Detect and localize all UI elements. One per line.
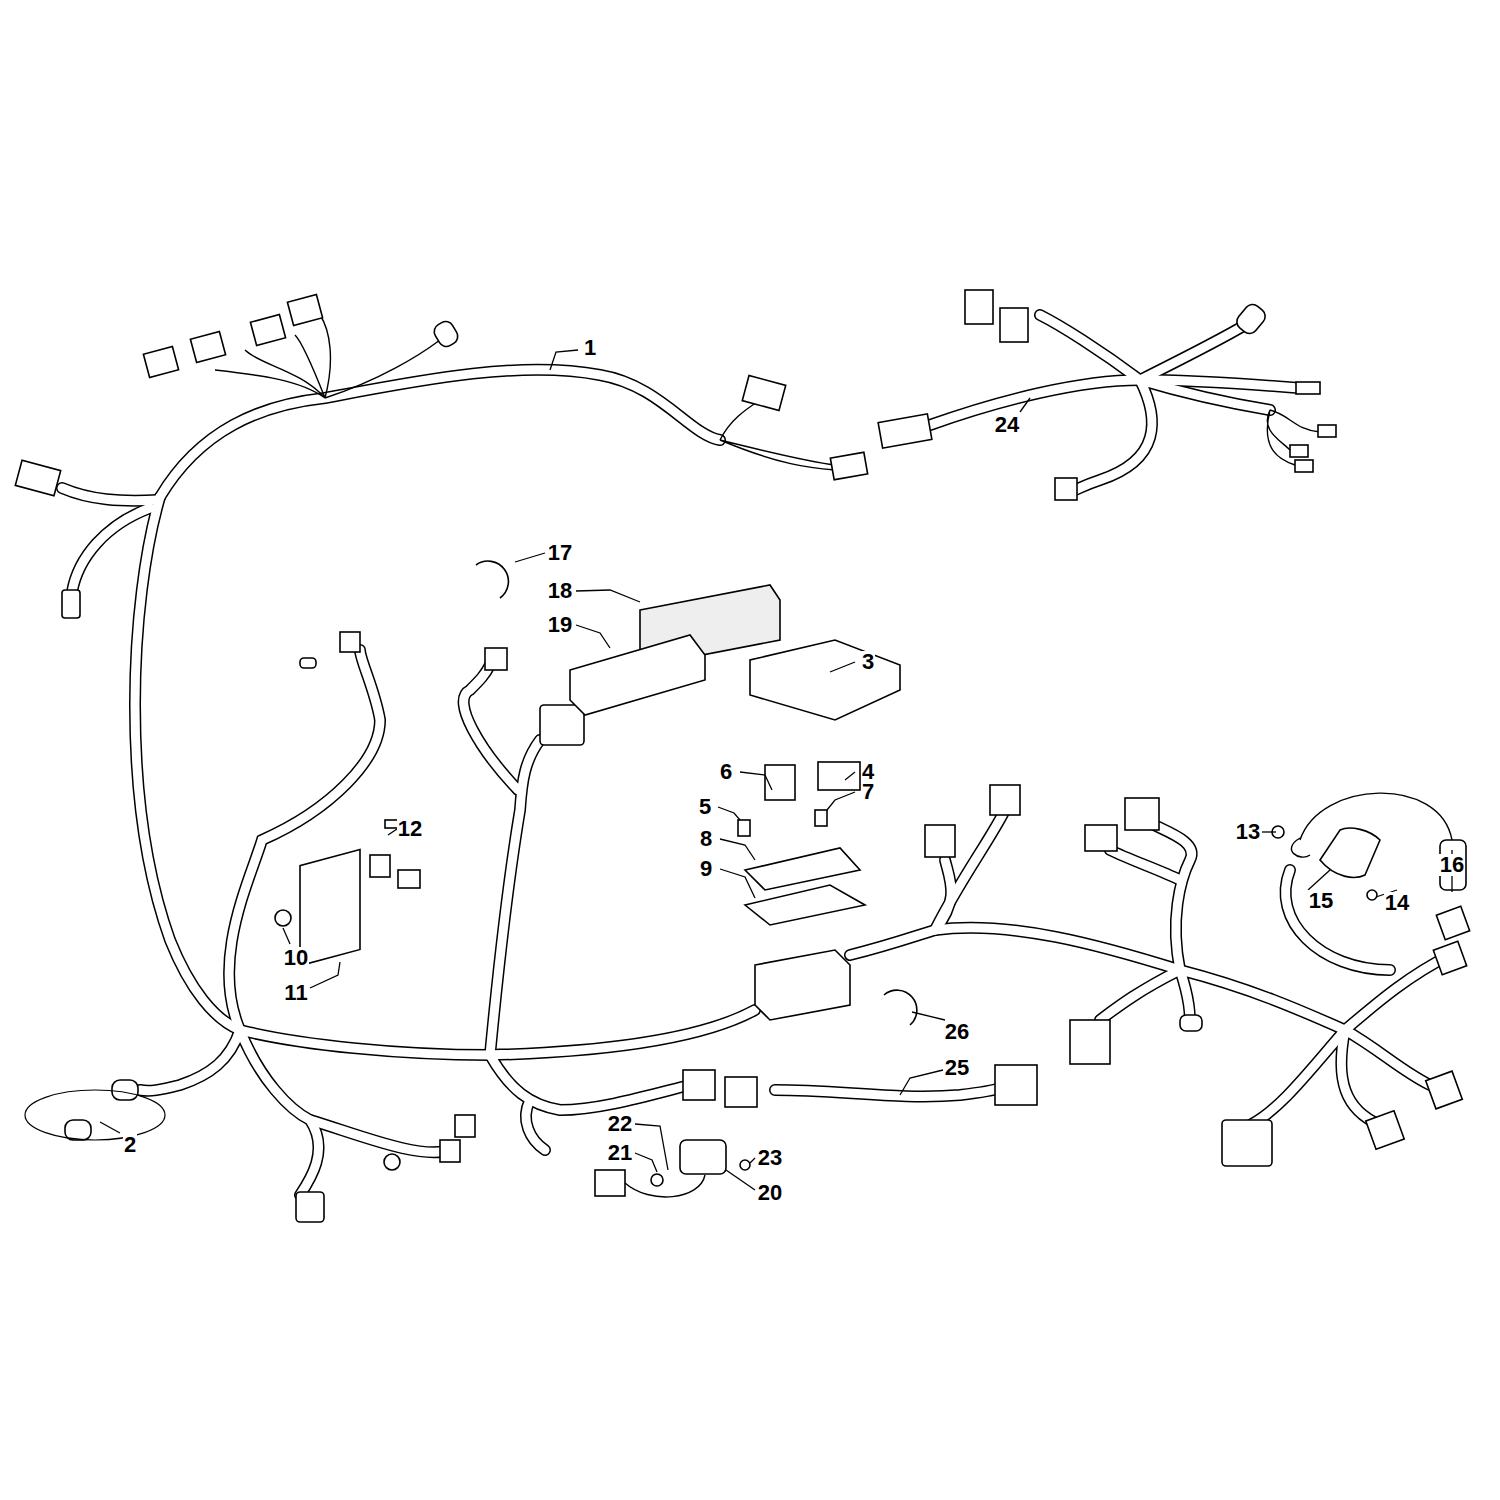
callout-number: 10 xyxy=(283,947,309,969)
callout-number: 12 xyxy=(397,818,423,840)
callout-number: 1 xyxy=(583,337,597,359)
callout-number: 4 xyxy=(861,761,875,783)
callout-number: 23 xyxy=(757,1147,783,1169)
callout-number: 6 xyxy=(719,761,733,783)
callout-number: 13 xyxy=(1235,821,1261,843)
callout-number: 7 xyxy=(861,781,875,803)
callout-number: 22 xyxy=(607,1113,633,1135)
callout-number: 2 xyxy=(123,1134,137,1156)
callout-number: 14 xyxy=(1384,892,1410,914)
callout-number: 15 xyxy=(1308,890,1334,912)
callout-number: 16 xyxy=(1439,854,1465,876)
callout-number: 21 xyxy=(607,1142,633,1164)
callout-number: 24 xyxy=(994,414,1020,436)
callout-number: 18 xyxy=(547,580,573,602)
callout-number: 8 xyxy=(699,828,713,850)
callout-number: 17 xyxy=(547,542,573,564)
callout-number: 20 xyxy=(757,1182,783,1204)
callout-number: 26 xyxy=(944,1021,970,1043)
callout-number: 9 xyxy=(699,858,713,880)
callout-number: 25 xyxy=(944,1057,970,1079)
callout-number: 3 xyxy=(861,651,875,673)
callout-number: 11 xyxy=(283,982,308,1004)
callout-number: 5 xyxy=(698,796,712,818)
callout-number: 19 xyxy=(547,614,573,636)
